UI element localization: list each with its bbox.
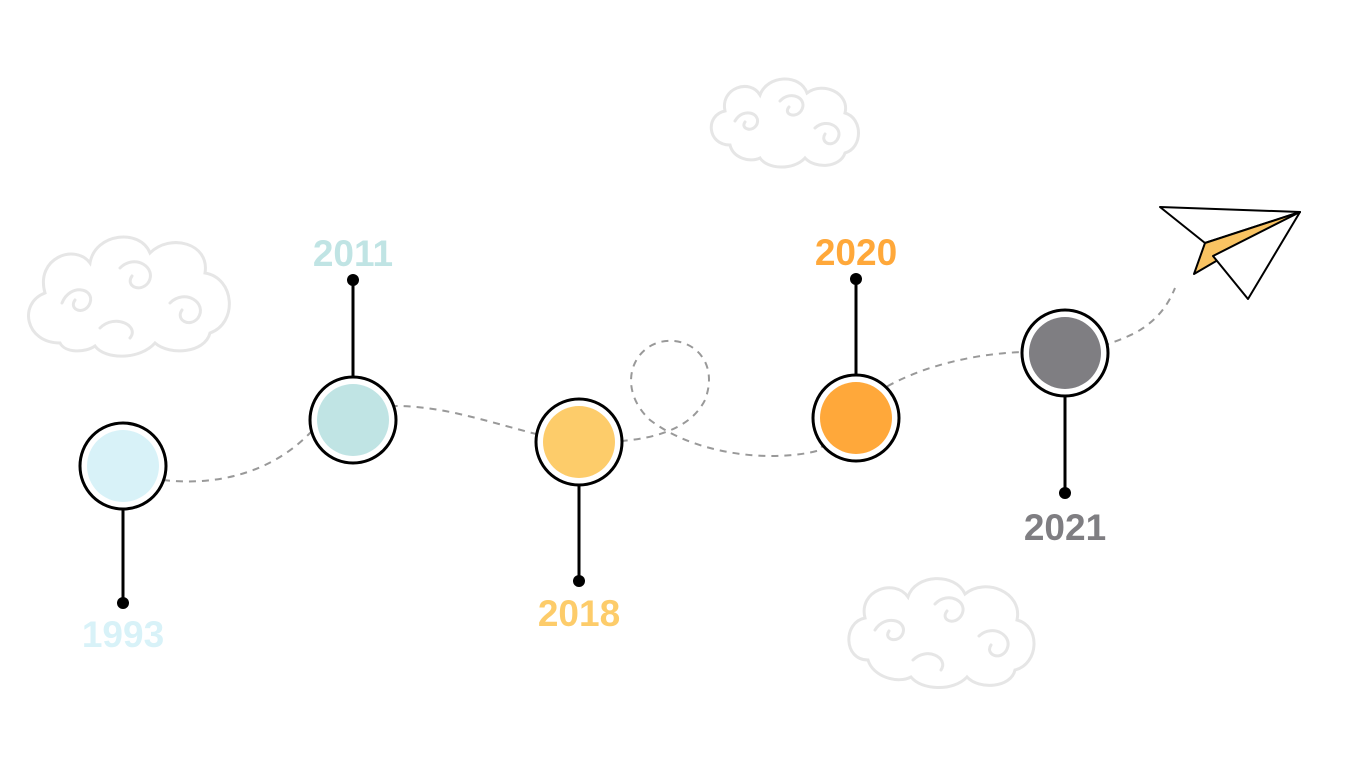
milestone-2020: 2020 bbox=[811, 232, 901, 463]
cloud-top-icon bbox=[709, 77, 860, 169]
milestone-year-label: 2018 bbox=[538, 593, 620, 634]
milestone-2011: 2011 bbox=[308, 233, 398, 465]
timeline-path bbox=[162, 287, 1176, 483]
milestone-year-label: 2021 bbox=[1024, 507, 1106, 548]
milestone-marker bbox=[820, 382, 892, 454]
milestone-1993: 1993 bbox=[78, 421, 168, 655]
milestone-marker bbox=[1029, 317, 1101, 389]
milestone-marker bbox=[543, 406, 615, 478]
milestone-year-label: 1993 bbox=[82, 614, 164, 655]
paper-plane-icon bbox=[1159, 206, 1301, 300]
cloud-left-icon bbox=[27, 235, 231, 358]
milestone-stem-dot bbox=[347, 274, 359, 286]
milestone-marker bbox=[317, 384, 389, 456]
milestone-stem-dot bbox=[1059, 487, 1071, 499]
cloud-bottom-icon bbox=[847, 577, 1036, 689]
milestone-year-label: 2020 bbox=[815, 232, 897, 273]
milestone-stem-dot bbox=[573, 575, 585, 587]
milestone-group: 1993 2011 2018 2020 2021 bbox=[78, 232, 1110, 655]
milestone-2021: 2021 bbox=[1020, 308, 1110, 548]
milestone-marker bbox=[87, 430, 159, 502]
milestone-stem-dot bbox=[850, 273, 862, 285]
milestone-year-label: 2011 bbox=[313, 233, 393, 274]
milestone-2018: 2018 bbox=[534, 397, 624, 634]
milestone-stem-dot bbox=[117, 597, 129, 609]
